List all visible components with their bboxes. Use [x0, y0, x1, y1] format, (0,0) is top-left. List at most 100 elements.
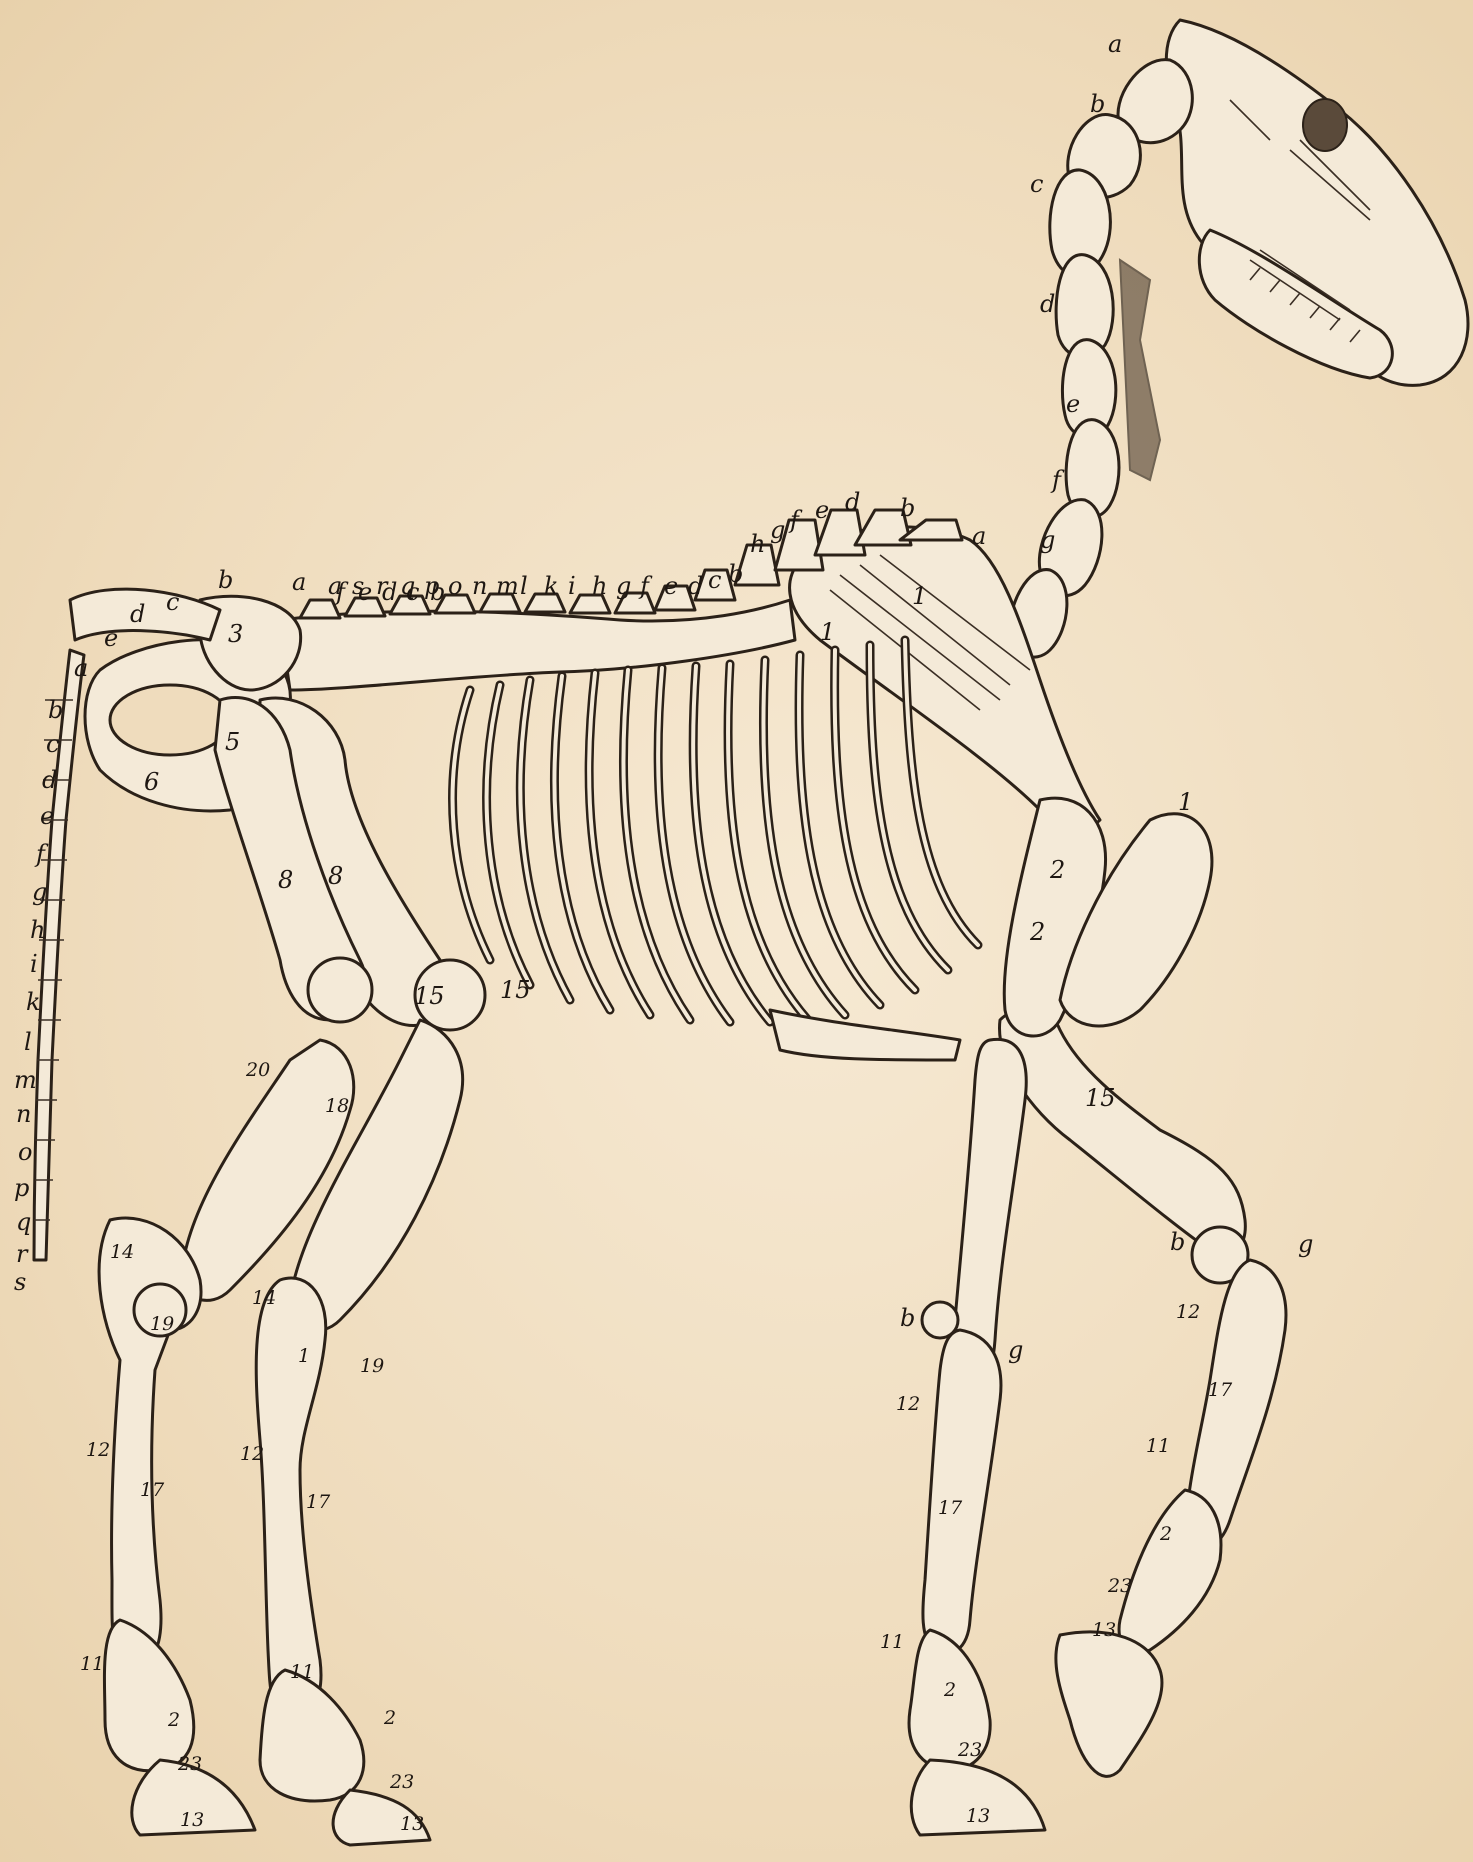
label: n: [472, 572, 487, 600]
label: e: [104, 624, 118, 652]
label: d: [42, 766, 57, 794]
label: q: [16, 1208, 31, 1236]
label: 14: [110, 1241, 134, 1263]
sternum: [770, 1010, 960, 1060]
obturator-foramen: [110, 685, 230, 755]
label: b: [1170, 1228, 1185, 1256]
label: 8: [278, 866, 293, 894]
label: c: [406, 578, 419, 606]
label: 17: [1208, 1379, 1233, 1401]
label: k: [544, 572, 559, 600]
label: h: [30, 916, 45, 944]
label: 11: [290, 1661, 314, 1683]
label: f: [34, 840, 49, 868]
label: g: [770, 516, 785, 544]
label: e: [664, 572, 678, 600]
label: p: [14, 1174, 29, 1202]
label: b: [1090, 90, 1105, 118]
label: o: [448, 572, 462, 600]
label: d: [1040, 290, 1055, 318]
label: 15: [414, 982, 445, 1010]
label: a: [1108, 30, 1122, 58]
label: 1: [912, 582, 927, 610]
label: d: [130, 600, 145, 628]
label: 14: [252, 1287, 276, 1309]
label: g: [1040, 526, 1055, 554]
orbit: [1303, 99, 1347, 151]
label: b: [900, 1304, 915, 1332]
skull: [1166, 20, 1468, 385]
label: c: [708, 566, 721, 594]
label: d: [382, 578, 397, 606]
label: 13: [180, 1809, 204, 1831]
label: 20: [245, 1059, 270, 1081]
label: l: [520, 572, 528, 600]
label: 23: [957, 1739, 982, 1761]
hoof: [1056, 1632, 1162, 1776]
label: 17: [140, 1479, 165, 1501]
label: b: [900, 494, 915, 522]
label: k: [26, 988, 41, 1016]
label: s: [14, 1268, 26, 1296]
label: 13: [1092, 1619, 1116, 1641]
label: 11: [80, 1653, 104, 1675]
label: e: [1066, 390, 1080, 418]
label: 6: [144, 768, 159, 796]
label: f: [638, 572, 653, 600]
label: b: [430, 578, 445, 606]
label: c: [1030, 170, 1043, 198]
label: a: [292, 568, 306, 596]
label: 17: [938, 1497, 963, 1519]
label: 2: [1029, 918, 1045, 946]
label: e: [358, 578, 372, 606]
cervical-vertebrae: [1010, 60, 1192, 657]
label: g: [616, 572, 631, 600]
label: 2: [167, 1709, 180, 1731]
label: 17: [306, 1491, 331, 1513]
label: g: [1298, 1230, 1313, 1258]
label: 11: [1146, 1435, 1170, 1457]
label: a: [972, 522, 986, 550]
label: 12: [896, 1393, 920, 1415]
label: 18: [325, 1095, 349, 1117]
label: 15: [1085, 1084, 1116, 1112]
label: 19: [150, 1313, 174, 1335]
label: 15: [500, 976, 531, 1004]
label: 13: [400, 1813, 424, 1835]
label: b: [218, 566, 233, 594]
label: m: [14, 1066, 37, 1094]
label: 3: [228, 620, 243, 648]
label: 2: [943, 1679, 956, 1701]
rib-cage: [453, 640, 978, 1060]
label: 1: [820, 618, 835, 646]
label: 13: [966, 1805, 990, 1827]
label: 1: [1178, 788, 1193, 816]
label: 12: [1176, 1301, 1200, 1323]
label: b: [728, 560, 743, 588]
label: r: [16, 1240, 29, 1268]
label: 2: [1159, 1523, 1172, 1545]
label: 12: [86, 1439, 110, 1461]
label: g: [32, 878, 47, 906]
label: b: [48, 696, 63, 724]
label: 5: [225, 728, 240, 756]
label: c: [166, 588, 179, 616]
label: 11: [880, 1631, 904, 1653]
label: 23: [389, 1771, 414, 1793]
label: l: [24, 1028, 32, 1056]
label: f: [1050, 466, 1065, 494]
label: d: [688, 572, 703, 600]
label: h: [750, 530, 765, 558]
label: 23: [1107, 1575, 1132, 1597]
fore-limb-far: [1000, 1008, 1286, 1777]
label: a: [74, 654, 88, 682]
label: 23: [177, 1753, 202, 1775]
label: e: [815, 496, 829, 524]
label: i: [568, 572, 576, 600]
label: 19: [360, 1355, 384, 1377]
label: o: [18, 1138, 32, 1166]
label: m: [496, 572, 519, 600]
label: d: [845, 488, 860, 516]
